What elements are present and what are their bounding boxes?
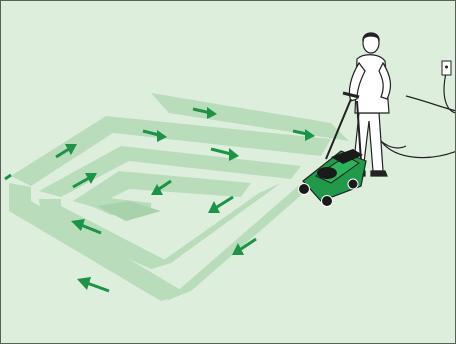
arrow-down-left-icon-2 [208,197,233,213]
arrow-left-icon-2 [77,277,109,291]
arrow-up-right-icon-3 [5,175,11,179]
wall-socket-icon [442,61,451,75]
mown-spiral-path [9,93,349,301]
